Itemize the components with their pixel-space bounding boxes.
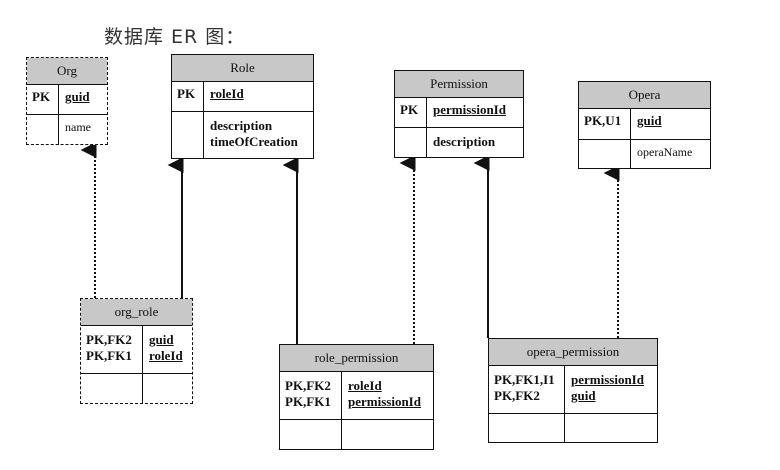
entity-org-name: Org	[27, 58, 107, 85]
org-key-label: PK	[27, 85, 59, 114]
opera-key-field: guid	[637, 113, 662, 128]
opera-attr: operaName	[637, 145, 693, 159]
diagram-title: 数据库 ER 图：	[104, 26, 246, 48]
entity-opera-permission-name: opera_permission	[489, 339, 657, 366]
opera-key-label: PK,U1	[579, 109, 631, 139]
org-role-field-2: roleId	[149, 348, 183, 363]
org-role-key-label-2: PK,FK1	[86, 348, 132, 363]
entity-role-permission: role_permission PK,FK2 PK,FK1 roleId per…	[279, 344, 434, 450]
entity-opera-name: Opera	[579, 82, 710, 109]
entity-permission: Permission PK permissionId description	[394, 70, 524, 158]
entity-permission-name: Permission	[395, 71, 523, 98]
role-permission-field-2: permissionId	[348, 394, 421, 409]
entity-org: Org PK guid name	[26, 57, 108, 145]
org-key-field: guid	[65, 89, 90, 104]
role-key-field: roleId	[210, 86, 244, 101]
opera-permission-field-1: permissionId	[571, 372, 644, 387]
entity-opera: Opera PK,U1 guid operaName	[578, 81, 711, 169]
entity-role: Role PK roleId description timeOfCreatio…	[171, 54, 314, 159]
org-role-key-label-1: PK,FK2	[86, 332, 132, 347]
role-key-label: PK	[172, 82, 204, 111]
role-attr-time-of-creation: timeOfCreation	[210, 134, 298, 149]
entity-org-role-name: org_role	[81, 299, 192, 326]
entity-role-permission-name: role_permission	[280, 345, 433, 372]
entity-opera-permission: opera_permission PK,FK1,I1 PK,FK2 permis…	[488, 338, 658, 443]
role-attr-description: description	[210, 118, 273, 133]
opera-permission-field-2: guid	[571, 388, 596, 403]
permission-key-field: permissionId	[433, 102, 506, 117]
org-role-field-1: guid	[149, 332, 174, 347]
role-permission-field-1: roleId	[348, 378, 382, 393]
role-permission-key-label-2: PK,FK1	[285, 394, 331, 409]
opera-permission-key-label-2: PK,FK2	[494, 388, 540, 403]
role-permission-key-label-1: PK,FK2	[285, 378, 331, 393]
opera-permission-key-label-1: PK,FK1,I1	[494, 372, 555, 387]
permission-attr: description	[433, 134, 496, 149]
entity-role-name: Role	[172, 55, 313, 82]
org-attr: name	[65, 120, 91, 134]
entity-org-role: org_role PK,FK2 PK,FK1 guid roleId	[80, 298, 193, 404]
permission-key-label: PK	[395, 98, 427, 127]
